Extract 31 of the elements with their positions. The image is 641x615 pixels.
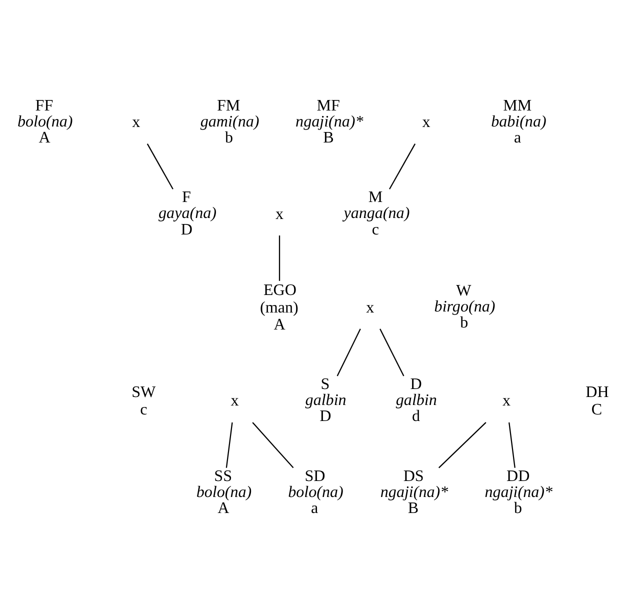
- node-text: F gaya(na) D: [158, 188, 216, 238]
- node-text: x: [275, 205, 284, 222]
- connector: [508, 422, 516, 468]
- node-text: M yanga(na) c: [344, 188, 410, 238]
- node-text: EGO (man) A: [260, 282, 298, 333]
- node-text: W birgo(na) b: [434, 282, 496, 332]
- node-text: DH C: [586, 384, 609, 418]
- node-text: DS ngaji(na)* B: [380, 467, 448, 516]
- node-text: MF ngaji(na)* B: [296, 96, 364, 146]
- node-text: x: [366, 298, 374, 316]
- node-text: x: [502, 392, 511, 410]
- node-text: DD ngaji(na)* b: [484, 467, 553, 516]
- connector: [226, 422, 233, 468]
- connector: [252, 422, 294, 468]
- connector: [146, 143, 174, 189]
- connector: [380, 328, 404, 376]
- node-text: S galbin D: [305, 376, 346, 425]
- node-text: x: [422, 114, 430, 131]
- connector: [278, 234, 280, 280]
- node-text: SS bolo(na) A: [196, 467, 252, 516]
- connector: [336, 328, 361, 376]
- node-text: FF bolo(na) A: [17, 96, 73, 146]
- connector: [438, 422, 486, 468]
- node-text: x: [132, 114, 140, 131]
- node-text: MM babi(na) a: [491, 96, 546, 146]
- node-text: SW c: [132, 384, 156, 418]
- connector: [389, 143, 416, 189]
- node-text: D galbin d: [396, 376, 437, 425]
- node-text: x: [230, 392, 239, 410]
- node-text: SD bolo(na) a: [288, 467, 344, 516]
- node-text: FM gami(na) b: [200, 96, 260, 146]
